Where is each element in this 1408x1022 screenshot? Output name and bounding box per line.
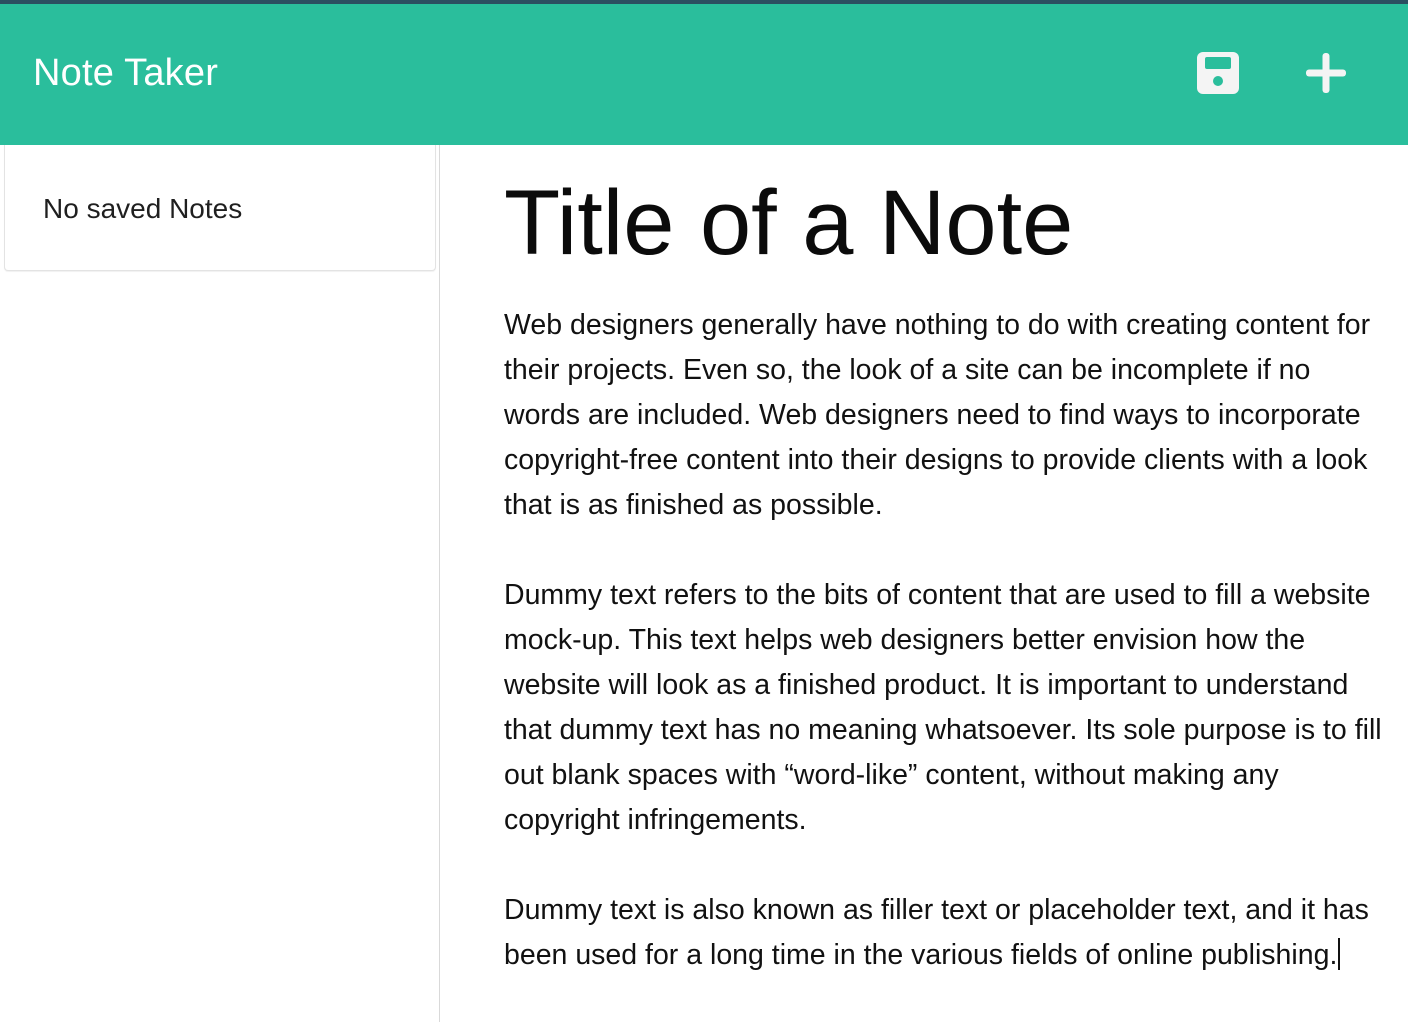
- app-title: Note Taker: [33, 51, 219, 94]
- saved-notes-list: No saved Notes: [4, 145, 436, 271]
- plus-icon: [1306, 52, 1346, 93]
- note-paragraph: Dummy text refers to the bits of content…: [504, 579, 1382, 836]
- floppy-disk-icon: [1197, 51, 1239, 94]
- note-title-input[interactable]: Title of a Note: [504, 172, 1074, 274]
- note-paragraph: Dummy text is also known as filler text …: [504, 888, 1384, 978]
- app-header: Note Taker: [0, 4, 1408, 145]
- note-editor: Title of a Note Web designers generally …: [440, 145, 1408, 1022]
- note-paragraph-text: Dummy text is also known as filler text …: [504, 894, 1369, 971]
- new-note-button[interactable]: [1303, 50, 1349, 96]
- save-note-button[interactable]: [1195, 50, 1241, 96]
- text-cursor: [1338, 938, 1341, 970]
- note-body-textarea[interactable]: Web designers generally have nothing to …: [504, 303, 1384, 978]
- window-top-strip: [0, 0, 1408, 4]
- notes-sidebar: No saved Notes: [0, 145, 440, 1022]
- header-actions: [1195, 50, 1375, 96]
- note-paragraph: Web designers generally have nothing to …: [504, 309, 1371, 521]
- no-saved-notes-message: No saved Notes: [43, 193, 243, 224]
